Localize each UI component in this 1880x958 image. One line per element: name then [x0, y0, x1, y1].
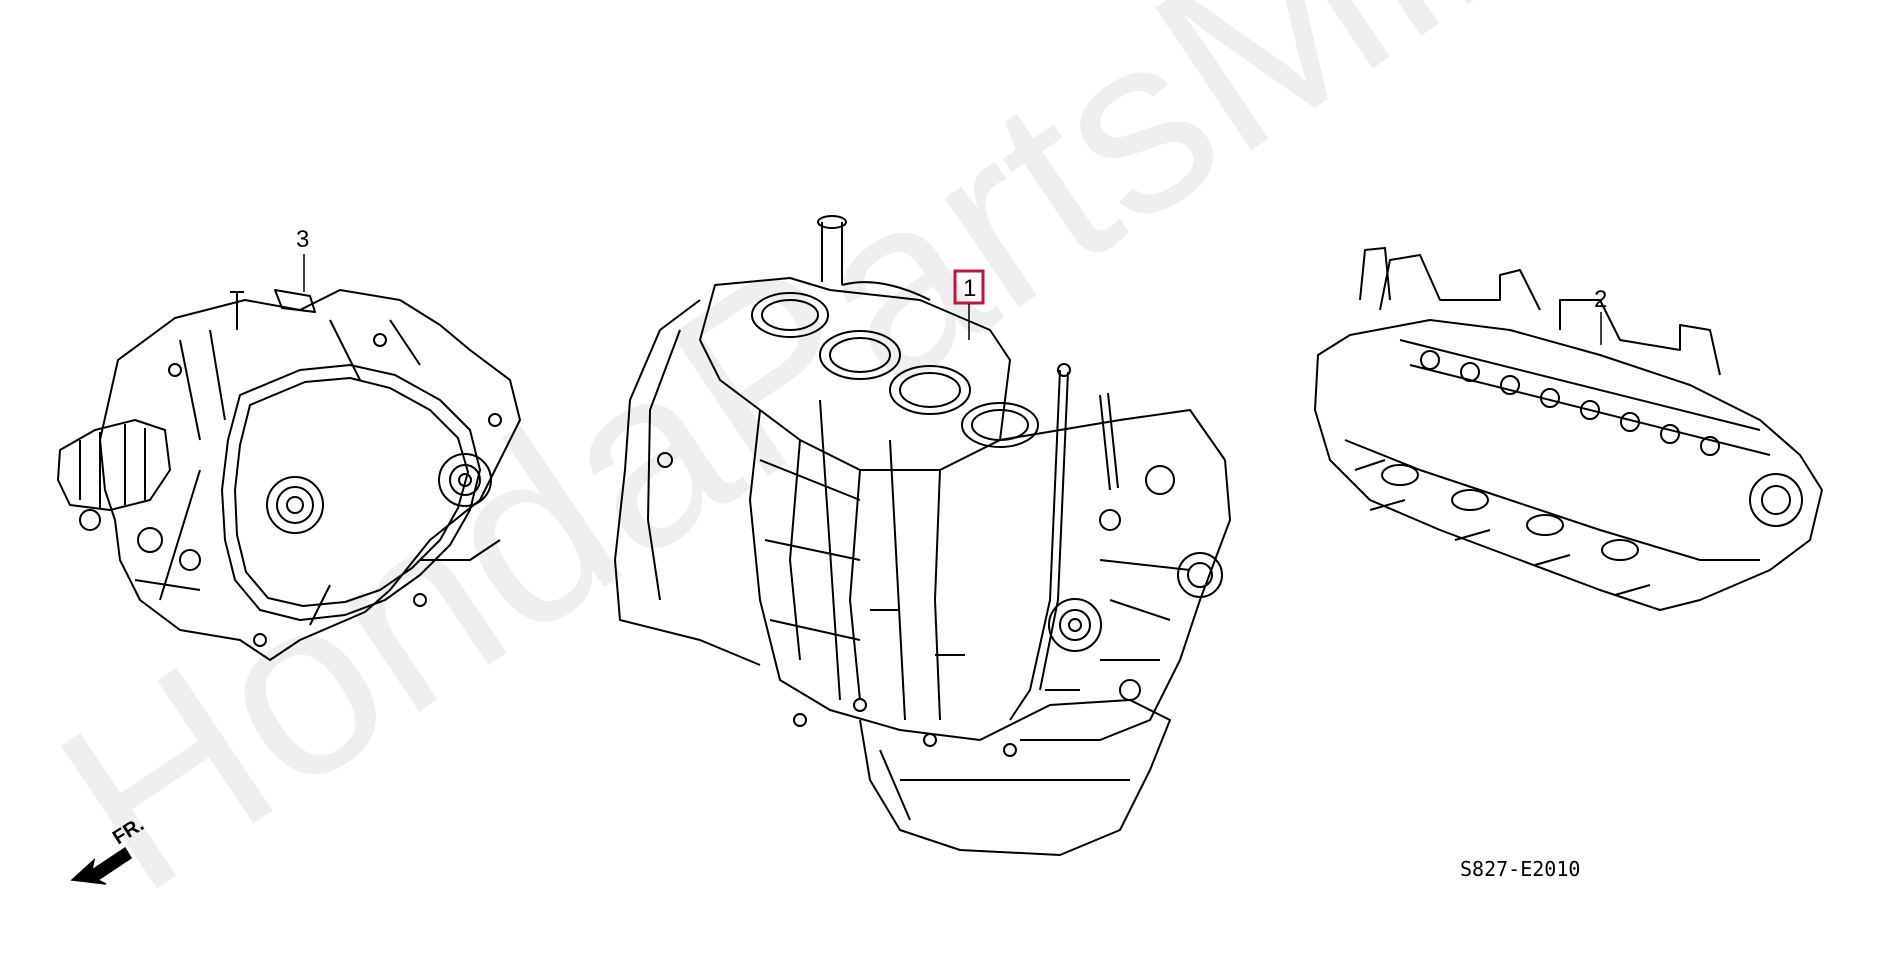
cylinder-head-illustration[interactable] [1310, 240, 1830, 620]
callout-3[interactable]: 3 [290, 222, 316, 292]
callout-1-highlight [953, 269, 985, 305]
arrow-icon [70, 846, 133, 885]
callout-1[interactable]: 1 [953, 269, 985, 340]
engine-block-illustration[interactable] [600, 215, 1240, 856]
callout-2[interactable]: 2 [1588, 282, 1614, 345]
callout-1-label: 1 [963, 275, 976, 302]
diagram-code: S827-E2010 [1460, 857, 1580, 881]
callout-2-label: 2 [1594, 286, 1607, 313]
transmission-illustration[interactable] [55, 270, 525, 670]
callout-3-label: 3 [296, 226, 309, 253]
